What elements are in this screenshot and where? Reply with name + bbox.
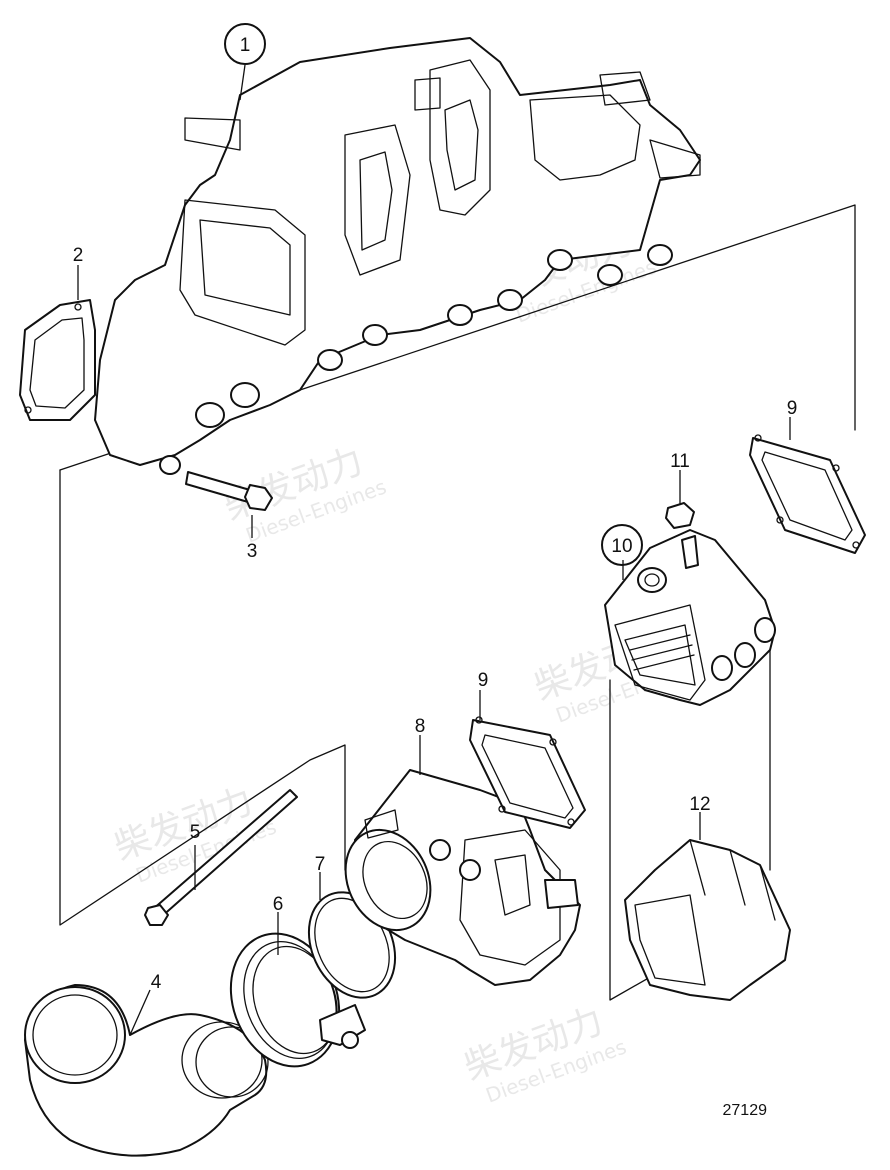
callout-5: 5 bbox=[190, 822, 201, 843]
callout-6: 6 bbox=[273, 894, 284, 915]
callout-11: 11 bbox=[670, 451, 690, 472]
callout-1: 1 bbox=[240, 35, 251, 56]
drawing-number: 27129 bbox=[723, 1102, 768, 1119]
leader-lines bbox=[77, 64, 791, 1036]
callout-3: 3 bbox=[247, 541, 258, 562]
part-4-elbow-pipe bbox=[24, 984, 269, 1157]
callouts: 1 2 3 4 5 6 7 8 9 9 10 11 12 bbox=[73, 23, 798, 993]
part-1-intake-manifold bbox=[94, 37, 701, 475]
callout-8: 8 bbox=[415, 716, 426, 737]
callout-1-circle bbox=[224, 23, 266, 65]
part-5-long-bolt bbox=[144, 789, 298, 926]
part-2-gasket bbox=[19, 299, 96, 421]
part-10-heater-housing bbox=[604, 529, 776, 706]
callout-7: 7 bbox=[315, 854, 326, 875]
part-12-cover bbox=[624, 839, 791, 1001]
part-9-gasket-upper bbox=[749, 434, 866, 554]
callout-2: 2 bbox=[73, 245, 84, 266]
callout-12: 12 bbox=[689, 794, 710, 815]
callout-10: 10 bbox=[611, 536, 632, 557]
part-3-bolt bbox=[185, 471, 273, 511]
callout-4: 4 bbox=[151, 972, 162, 993]
part-11-nut bbox=[665, 502, 695, 529]
callout-9-upper: 9 bbox=[787, 398, 798, 419]
callout-10-circle bbox=[601, 524, 643, 566]
part-9-gasket-lower bbox=[469, 716, 586, 829]
part-8-throttle-housing bbox=[344, 769, 581, 986]
callout-9-lower: 9 bbox=[478, 670, 489, 691]
